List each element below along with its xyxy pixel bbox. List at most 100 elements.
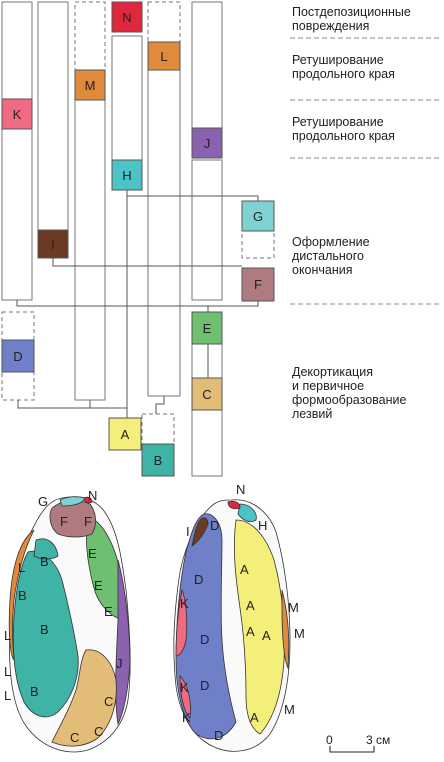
node-j-box (191, 127, 223, 159)
phase-label-3-line-1: Ретуширование (292, 115, 384, 129)
artifact-right-label-4: H (258, 518, 267, 533)
artifact-right-label-3: D (210, 518, 219, 533)
node-k-label: K (13, 107, 22, 122)
artifact-right-label-15: D (200, 678, 209, 693)
node-b-box (141, 443, 175, 477)
bar-l (147, 69, 181, 397)
bar-h (111, 35, 143, 161)
artifact-left-label-18: C (70, 730, 79, 745)
scale-bar: 0 3 см (326, 733, 390, 753)
node-l-box (147, 41, 181, 71)
artifact-right-label-6: D (194, 572, 203, 587)
connector-i-f (52, 258, 242, 267)
phase-label-4-line-2: дистального (292, 249, 364, 263)
phase-label-2-line-2: продольного края (292, 67, 395, 81)
phase-label-5: Декортикация и первичное формообразовани… (292, 365, 410, 421)
scale-bar-line (329, 746, 375, 753)
connector-d-a (17, 400, 92, 409)
bar-j (191, 1, 223, 129)
artifact-right-label-11: A (246, 624, 255, 639)
node-h-label: H (122, 168, 131, 183)
node-c-label: C (202, 387, 211, 402)
artifact-right-label-2: I (186, 524, 190, 539)
artifact-left-scar-b-upper (33, 538, 59, 560)
artifact-left-label-14: J (116, 656, 123, 671)
phase-label-2-line-1: Ретуширование (292, 53, 384, 67)
artifact-left-label-2: N (88, 488, 97, 503)
node-k-box (1, 98, 33, 130)
artifact-right-label-7: K (180, 596, 189, 611)
node-m-box (74, 69, 106, 101)
phase-label-4: Оформление дистального окончания (292, 235, 373, 277)
phase-label-4-line-1: Оформление (292, 235, 370, 249)
scale-zero-label: 0 (326, 733, 333, 747)
phase-label-1-line-2: повреждения (292, 19, 369, 33)
artifact-left-label-12: B (40, 622, 49, 637)
artifact-left-scar-l (8, 529, 35, 662)
artifact-right-scar-h (237, 503, 257, 522)
node-l-label: L (160, 49, 167, 64)
artifact-right-label-19: D (214, 728, 223, 743)
artifact-left-label-13: L (4, 664, 11, 679)
phase-label-5-line-3: формообразование (292, 393, 406, 407)
artifact-left-labels: G N F F B L E B E L E B L J L B C C C (4, 488, 123, 745)
artifact-left-scar-j (115, 559, 131, 726)
node-a-label: A (121, 427, 130, 442)
artifact-right-scar-a (233, 519, 285, 735)
dash-m (74, 1, 106, 71)
artifact-right-scar-m (281, 589, 290, 670)
artifact-left-label-15: L (4, 688, 11, 703)
artifact-right-scar-k (175, 588, 188, 657)
node-b-label: B (154, 453, 163, 468)
artifact-right-label-9: M (288, 600, 299, 615)
artifact-right (173, 499, 291, 752)
node-f-box (241, 267, 275, 302)
scale-length-label: 3 см (366, 733, 390, 747)
artifact-left-label-1: G (38, 494, 48, 509)
node-g-box (241, 200, 275, 232)
artifact-right-label-12: A (262, 628, 271, 643)
artifact-right-label-14: K (180, 680, 189, 695)
phase-label-5-line-1: Декортикация (292, 365, 373, 379)
artifact-right-labels: N I D H A D K A M D A A M K D K A M D (180, 482, 305, 743)
artifact-right-label-5: A (240, 562, 249, 577)
artifact-left-label-6: L (18, 560, 25, 575)
artifact-left-scar-b (12, 550, 79, 718)
node-labels: N L M K J H G I F E D C A B (13, 10, 263, 468)
node-n-label: N (122, 10, 131, 25)
phase-labels: Постдепозиционные повреждения Ретуширова… (292, 5, 411, 421)
artifact-right-label-13: M (294, 626, 305, 641)
phase-label-3-line-2: продольного края (292, 129, 395, 143)
artifact-left-scar-c (51, 649, 117, 747)
artifact-right-label-1: N (236, 482, 245, 497)
phase-label-2: Ретуширование продольного края (292, 53, 395, 81)
node-h-box (111, 159, 143, 191)
artifact-left-label-16: B (30, 684, 39, 699)
timeline-bars (1, 1, 223, 477)
node-j-label: J (204, 136, 211, 151)
node-f-label: F (254, 277, 262, 292)
bar-c-lower (191, 409, 223, 477)
connector-l-b (155, 396, 165, 414)
artifact-left-label-9: E (94, 578, 103, 593)
node-g-label: G (253, 209, 263, 224)
phase-label-3: Ретуширование продольного края (292, 115, 395, 143)
dash-l (147, 1, 181, 43)
connectors (16, 190, 259, 418)
dash-b (141, 413, 175, 445)
artifact-left-label-5: B (40, 554, 49, 569)
node-i-label: I (51, 237, 55, 252)
artifact-right-scar-i (191, 517, 209, 547)
node-e-box (191, 311, 223, 345)
bar-m (74, 99, 106, 401)
phase-separators (290, 37, 442, 305)
node-e-label: E (203, 321, 212, 336)
bar-j-lower (191, 159, 223, 301)
phase-label-5-line-4: лезвий (292, 407, 332, 421)
phase-label-1-line-1: Постдепозиционные (292, 5, 411, 19)
artifact-right-scar-n (227, 500, 241, 510)
artifact-right-label-16: K (182, 710, 191, 725)
phase-label-5-line-2: и первичное (292, 379, 364, 393)
artifact-right-label-8: A (246, 598, 255, 613)
artifact-right-scar-d (175, 513, 237, 740)
